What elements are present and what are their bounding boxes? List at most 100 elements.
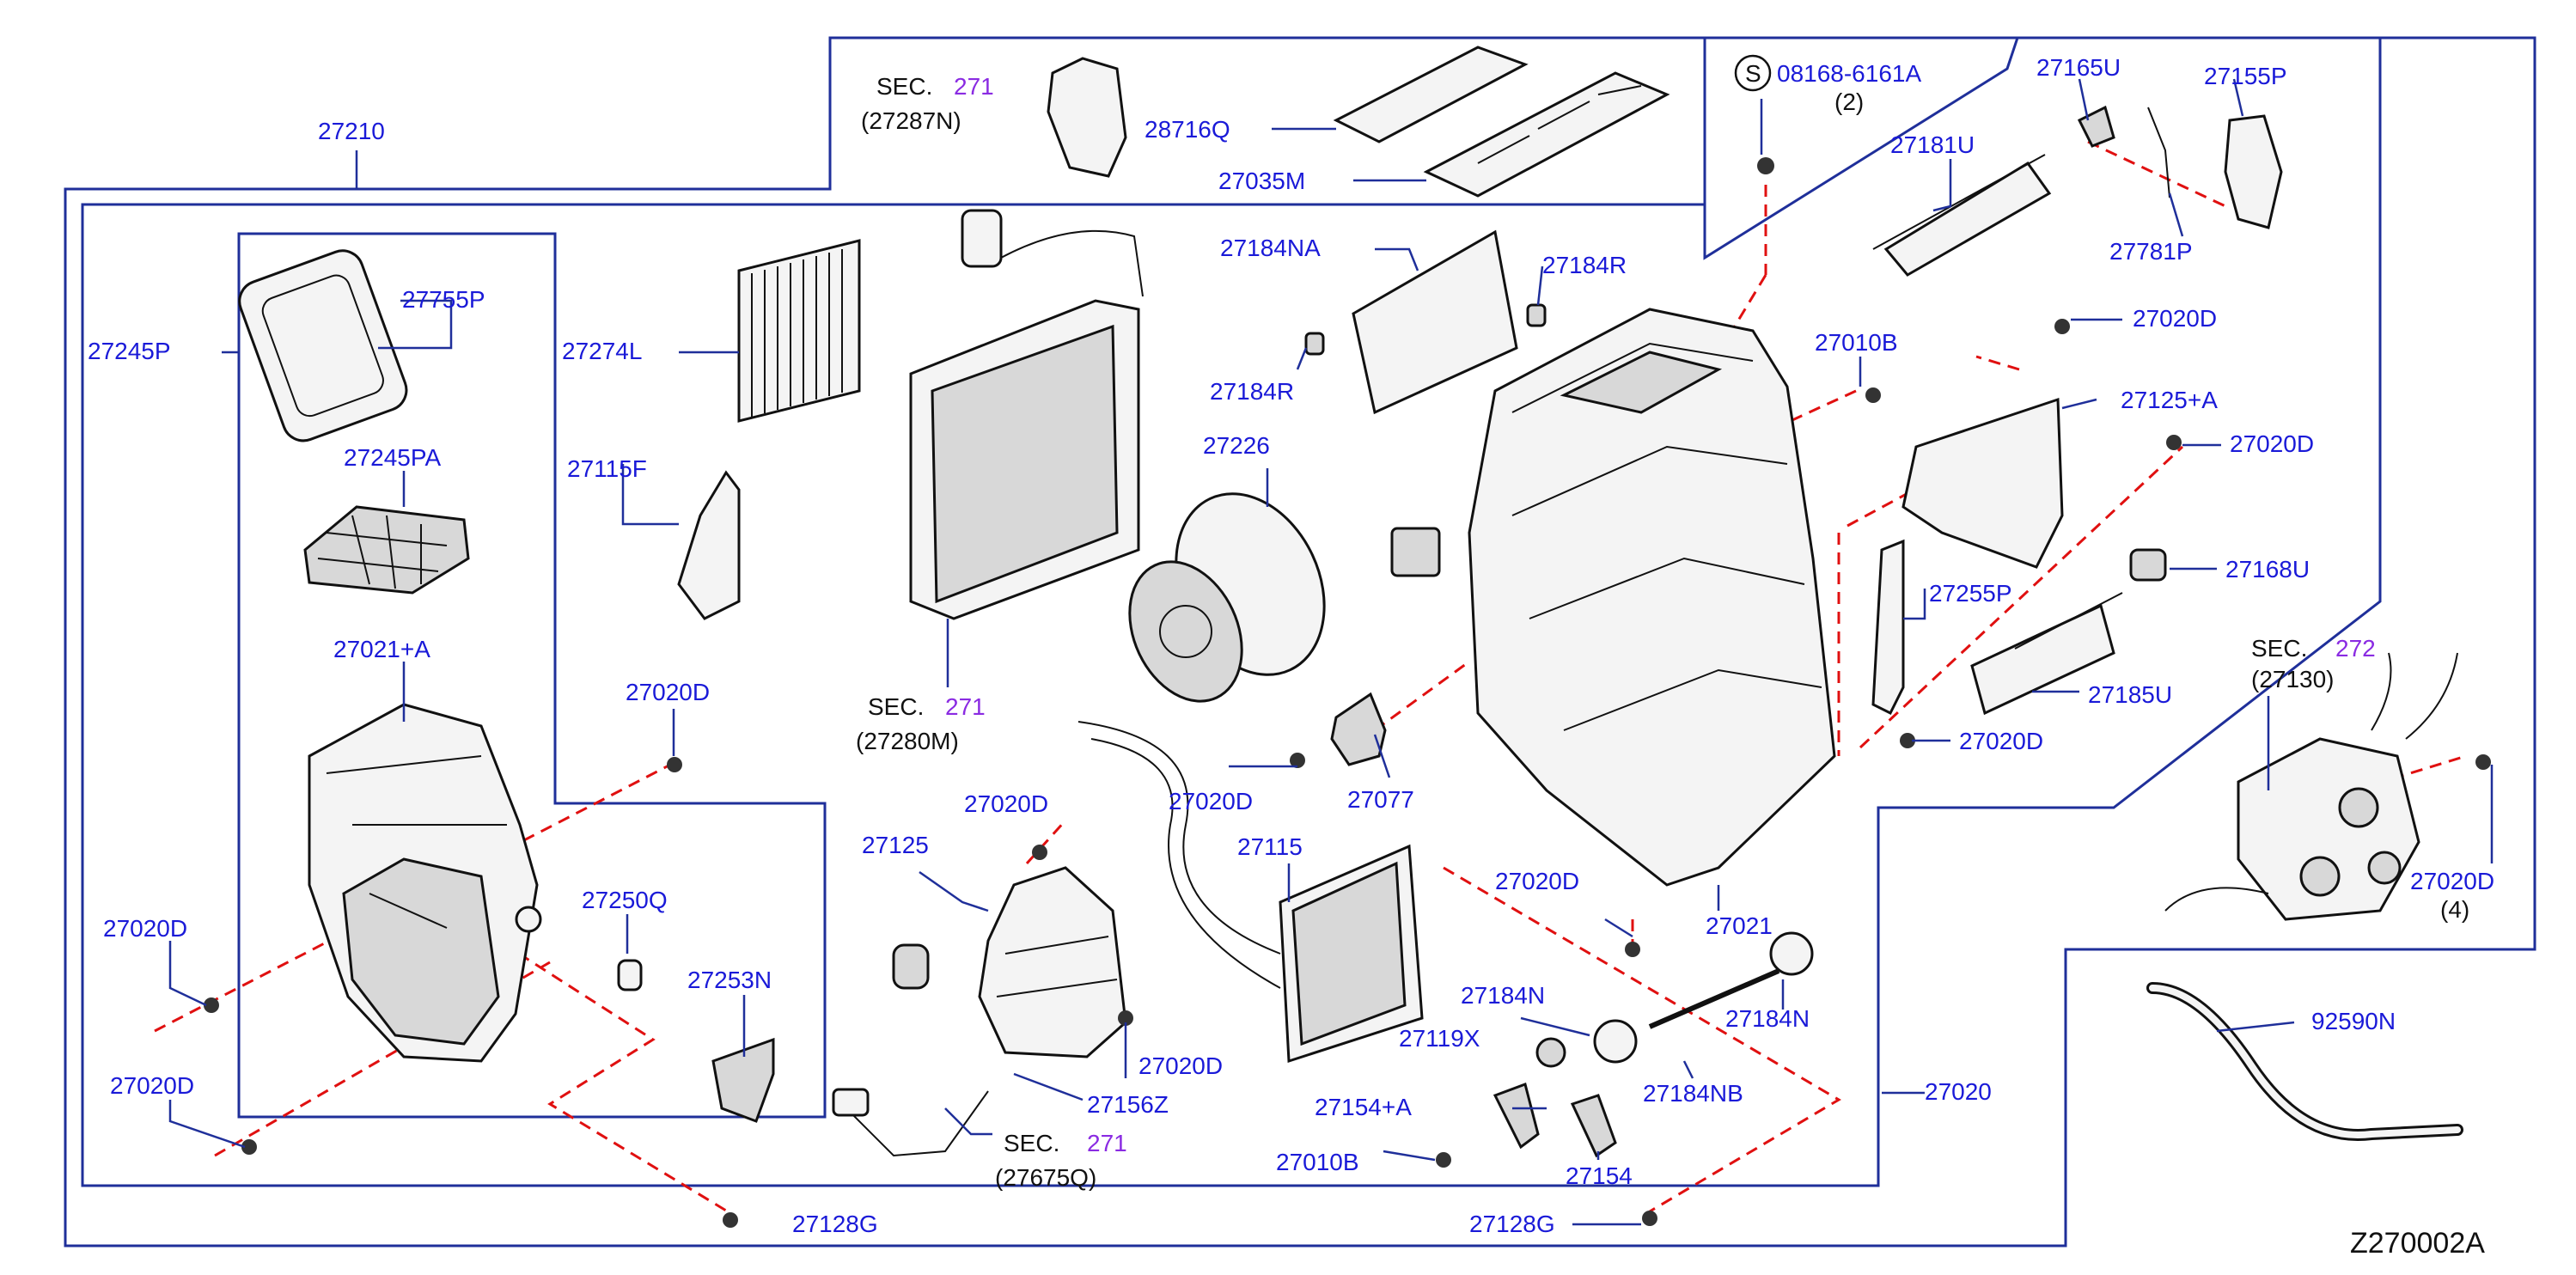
label-27020D-j: 27020D xyxy=(1959,728,2043,754)
clip-27250Q xyxy=(617,959,643,991)
label-27020D-k: 27020D xyxy=(2410,868,2494,894)
label-27077: 27077 xyxy=(1347,786,1414,813)
label-92590N: 92590N xyxy=(2311,1008,2396,1034)
label-27119X: 27119X xyxy=(1399,1025,1480,1052)
s-symbol: S xyxy=(1745,60,1761,87)
label-27184NB: 27184NB xyxy=(1643,1080,1743,1107)
sensor-27156Z-plug xyxy=(832,1088,870,1117)
label-27021: 27021 xyxy=(1706,912,1773,939)
duct-27125 xyxy=(892,866,1127,1058)
sec-ref-top: (27287N) xyxy=(861,107,961,134)
door-27185U xyxy=(1970,592,2123,716)
label-27020D-h: 27020D xyxy=(2133,305,2217,332)
label-27125A: 27125+A xyxy=(2121,387,2218,413)
label-27154A: 27154+A xyxy=(1315,1094,1412,1120)
label-27020: 27020 xyxy=(1925,1078,1992,1105)
label-27128G-a: 27128G xyxy=(792,1211,878,1237)
hose-92590N xyxy=(2146,982,2463,1141)
label-27128G-b: 27128G xyxy=(1469,1211,1555,1237)
filter-27274L xyxy=(737,239,861,423)
lever-27154 xyxy=(1570,1094,1617,1158)
resistor-27077 xyxy=(1330,692,1387,766)
label-27226: 27226 xyxy=(1203,432,1270,459)
diagram-id: Z270002A xyxy=(2350,1227,2485,1260)
label-27245PA: 27245PA xyxy=(344,444,441,471)
label-08168-6161A: 08168-6161A xyxy=(1777,60,1921,87)
bracket-27115F xyxy=(677,470,741,620)
grid-27245PA xyxy=(303,505,470,595)
label-27184NA: 27184NA xyxy=(1220,235,1321,261)
sec-number-evap: 271 xyxy=(945,693,986,720)
sec-number-control: 272 xyxy=(2335,635,2376,662)
label-27125: 27125 xyxy=(862,832,929,858)
evaporator-27280M xyxy=(909,209,1144,620)
sec-ref-bottom: (27675Q) xyxy=(995,1164,1096,1191)
label-27115F: 27115F xyxy=(567,455,647,482)
seal-27255P xyxy=(1871,539,1905,716)
label-27245P: 27245P xyxy=(88,338,171,364)
s-symbol-icon xyxy=(1734,54,1772,92)
label-27154: 27154 xyxy=(1566,1162,1633,1189)
screw-icons xyxy=(204,157,2491,1228)
label-27020D-c: 27020D xyxy=(110,1072,194,1099)
leader-lines xyxy=(168,78,2494,1226)
label-27250Q: 27250Q xyxy=(582,887,668,913)
door-27035M xyxy=(1423,71,1670,198)
blower-27226 xyxy=(1128,492,1326,703)
label-27210: 27210 xyxy=(318,118,385,144)
label-27165U: 27165U xyxy=(2036,54,2121,81)
label-27156Z: 27156Z xyxy=(1087,1091,1169,1118)
label-27184N-a: 27184N xyxy=(1461,982,1545,1009)
label-27168U: 27168U xyxy=(2225,556,2310,583)
rod-27184NB xyxy=(1648,968,1780,1029)
sec-label-evap: SEC. xyxy=(868,693,924,720)
sensor-27156Z xyxy=(845,1090,989,1157)
label-27020D-a: 27020D xyxy=(626,679,710,705)
door-27184NA xyxy=(1352,229,1518,415)
label-27155P: 27155P xyxy=(2204,63,2287,89)
label-27755P: 27755P xyxy=(402,286,485,313)
gear-27119X xyxy=(1535,1037,1566,1068)
pin-27184R-a xyxy=(1304,332,1325,356)
hvac-case-27021 xyxy=(1390,308,1836,887)
label-27115: 27115 xyxy=(1237,833,1303,860)
frame-28716Q xyxy=(1333,46,1529,143)
seal-27755P xyxy=(238,249,408,442)
label-27184R-b: 27184R xyxy=(1542,252,1627,278)
lever-27165U xyxy=(2077,105,2115,148)
control-unit-27130 xyxy=(2164,652,2458,921)
pin-27184R-b xyxy=(1526,303,1547,327)
heater-core-27115 xyxy=(1077,721,1424,1064)
label-27010B-b: 27010B xyxy=(1276,1149,1359,1175)
label-08168-qty: (2) xyxy=(1834,88,1864,115)
label-27035M: 27035M xyxy=(1218,168,1305,194)
sec-number-bottom: 271 xyxy=(1087,1130,1127,1156)
label-27781P: 27781P xyxy=(2109,238,2193,265)
duct-27125A xyxy=(1901,397,2064,569)
frame-27210 xyxy=(64,36,2536,1248)
lever-27168U xyxy=(2129,548,2167,582)
lever-27253N xyxy=(711,1037,775,1123)
label-27184R-a: 27184R xyxy=(1210,378,1294,405)
label-28716Q: 28716Q xyxy=(1145,116,1230,143)
sec-ref-evap: (27280M) xyxy=(856,728,959,754)
frame-27245P xyxy=(237,232,827,1119)
label-27185U: 27185U xyxy=(2088,681,2172,708)
frame-27020 xyxy=(81,36,2382,1187)
door-27181U xyxy=(1872,154,2052,277)
gear-27184N-b xyxy=(1769,931,1814,976)
sec-number-top: 271 xyxy=(954,73,994,100)
sec-ref-control: (27130) xyxy=(2251,666,2335,692)
sec-label-control: SEC. xyxy=(2251,635,2307,662)
sec-label-top: SEC. xyxy=(876,73,932,100)
duct-27287N xyxy=(1047,57,1127,178)
label-27010B-a: 27010B xyxy=(1815,329,1898,356)
label-27184N-b: 27184N xyxy=(1725,1005,1810,1032)
label-27020D-f: 27020D xyxy=(1169,788,1253,814)
rod-27781P xyxy=(2147,107,2170,198)
lever-27155P xyxy=(2224,114,2283,229)
label-27020D-e: 27020D xyxy=(1138,1052,1223,1079)
label-27255P: 27255P xyxy=(1929,580,2012,607)
assembly-paths xyxy=(154,140,2467,1215)
